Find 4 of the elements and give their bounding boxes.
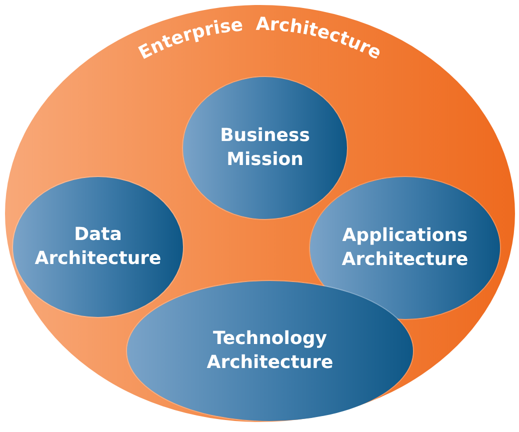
ellipse-label: Data Architecture [34, 223, 162, 271]
ellipse-label: Applications Architecture [340, 224, 470, 272]
ellipse-label: Technology Architecture [206, 327, 334, 375]
ellipse-label: Business Mission [219, 124, 311, 172]
